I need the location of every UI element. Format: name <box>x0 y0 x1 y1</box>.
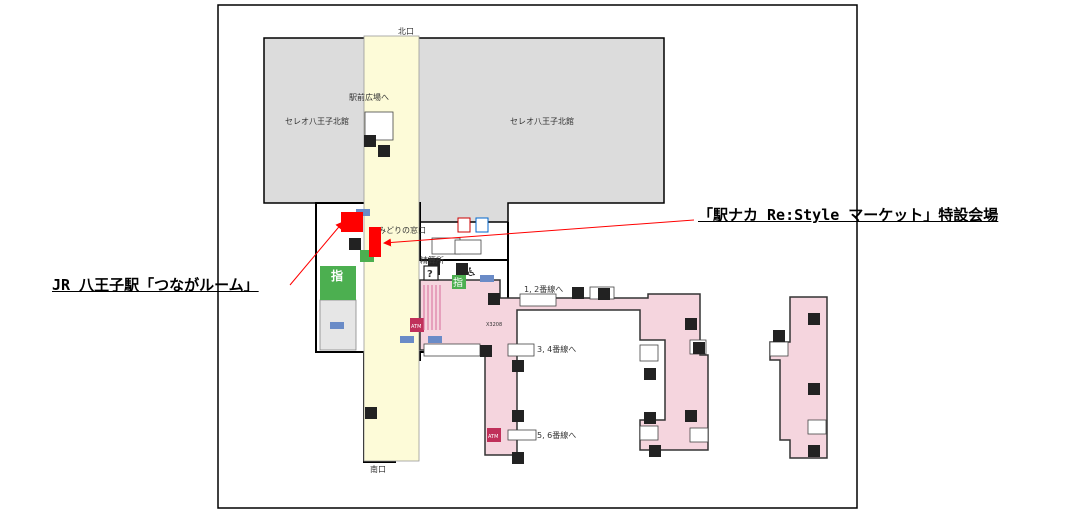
platform-12-label: 1, 2番線へ <box>524 284 563 294</box>
platform-56-label: 5, 6番線へ <box>537 430 576 440</box>
atm-badge-1 <box>410 318 424 332</box>
kaisatsu-tag-3 <box>480 275 494 282</box>
kaisatsu-tag-2 <box>428 336 442 343</box>
ekinaka-market-marker <box>369 227 381 257</box>
east-tag <box>330 322 344 329</box>
gate-code-label: X3208 <box>486 322 502 328</box>
info-badge-icon <box>423 265 439 281</box>
pictogram-group <box>349 135 820 464</box>
cereo-left-label: セレオ八王子北館 <box>285 116 349 126</box>
kaisatsu-tag-1 <box>400 336 414 343</box>
toilet-male-icon <box>475 217 489 233</box>
cereo-building <box>263 37 665 223</box>
atm-badge-2 <box>487 428 501 442</box>
tsunagaru-room-callout: JR 八王子駅「つながルーム」 <box>52 276 259 294</box>
reserved-badge-small <box>452 275 466 289</box>
toilet-female-icon <box>457 217 471 233</box>
north-exit-label: 北口 <box>398 27 414 36</box>
atm-badge-1-label: ATM <box>411 324 421 330</box>
wheelchair-icon: ♿ <box>466 265 477 279</box>
reserved-badge-large <box>320 266 356 300</box>
midori-window-label: みどりの窓口 <box>378 225 426 235</box>
tsunagaru-room-marker <box>341 212 363 232</box>
ekinaka-market-callout: 「駅ナカ Re:Style マーケット」特設会場 <box>698 206 999 224</box>
south-exit-label: 南口 <box>370 464 386 474</box>
cereo-right-label: セレオ八王子北館 <box>510 116 574 126</box>
atm-badge-2-label: ATM <box>488 434 498 440</box>
ticket-gate-hatch <box>423 285 441 330</box>
station-plaza-label: 駅前広場へ <box>349 92 389 102</box>
pink-concourse <box>419 279 709 456</box>
reserved-badge-small-label: 指 <box>453 276 463 289</box>
platform-34-label: 3, 4番線へ <box>537 344 576 354</box>
ekinaka-market-leader <box>383 219 695 247</box>
info-badge-label: ? <box>427 269 433 280</box>
reserved-badge-large-label: 指 <box>331 268 343 283</box>
tsunagaru-room-leader <box>289 221 344 286</box>
fare-adjustment-label: 精算所 <box>420 255 444 265</box>
